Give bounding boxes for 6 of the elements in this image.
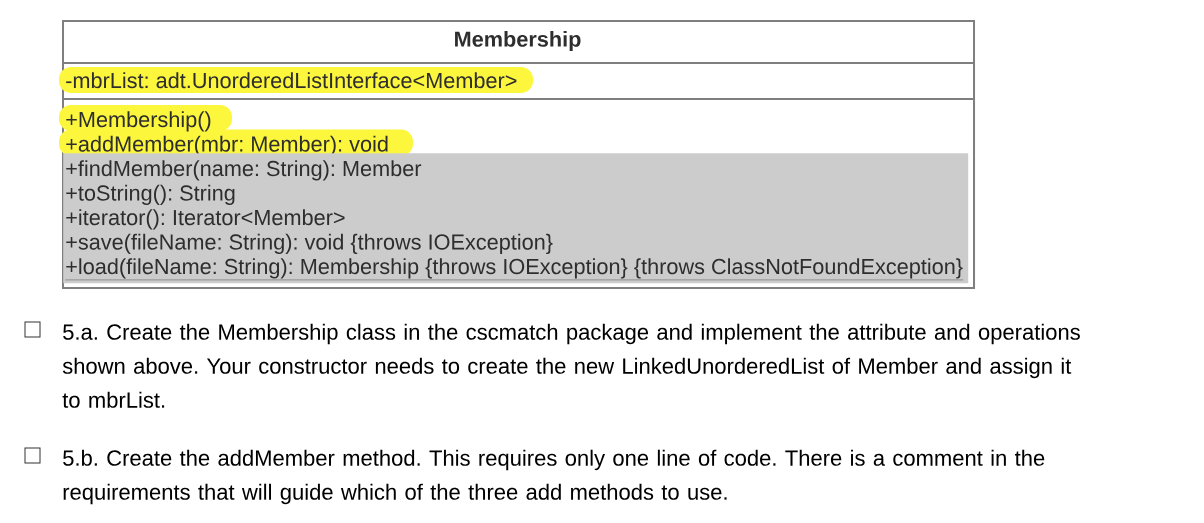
attribute-row: -mbrList: adt.UnorderedListInterface<Member> xyxy=(59,62,975,100)
class-name: Membership xyxy=(455,30,581,52)
operation: +Membership() xyxy=(59,105,232,132)
task-text: 5.a. Create the Membership class in the cscmatch package and implement the attribute and operations shown above. Your constructor needs to create the new LinkedUnorderedList of Member and assign it to mbrList. xyxy=(62,323,1080,408)
task-text: 5.b. Create the addMember method. This requires only one line of code. There is a comment in the requirements that will guide which of the three add methods to use. xyxy=(63,449,1045,505)
operation-list: +findMember(name: String): Member +toString(): String +iterator(): Iterator<Member> +save(fileName: String): void {throws IOException} +load(fileName: String): Membership {throws IOException} {throws ClassNotFoundException} xyxy=(63,153,969,284)
